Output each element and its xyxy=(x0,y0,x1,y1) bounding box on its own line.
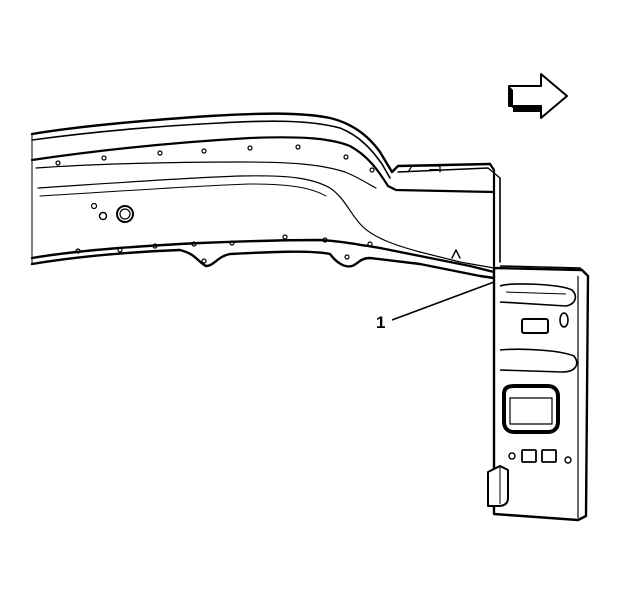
rail-hole-a xyxy=(98,211,108,221)
bracket-upper-slot xyxy=(521,318,549,334)
rail-top-small-tab xyxy=(407,165,441,173)
frame-rail xyxy=(30,112,501,280)
bracket-bottom-tab xyxy=(487,465,509,507)
bracket-upper-rib-inner xyxy=(505,291,567,295)
direction-arrow-icon xyxy=(508,73,568,119)
bracket-square-2 xyxy=(541,449,557,463)
bracket-top-edge xyxy=(499,265,589,277)
bracket-large-window xyxy=(502,384,560,434)
bracket-square-1 xyxy=(521,449,537,463)
callout-1-label: 1 xyxy=(376,313,385,332)
rail-upper-crease xyxy=(35,161,377,189)
callout-1-leader xyxy=(391,281,495,321)
rail-middle-contour xyxy=(37,175,495,269)
rail-top-line xyxy=(30,136,496,194)
front-bracket xyxy=(487,265,590,522)
rail-main-hole-inner xyxy=(119,208,131,220)
bracket-upper-rib xyxy=(499,283,577,307)
bracket-small-hole-right xyxy=(564,456,572,464)
bracket-middle-rib xyxy=(499,348,578,373)
bracket-small-hole-left xyxy=(508,452,516,460)
rail-top-flange-inner xyxy=(31,120,391,179)
rail-middle-contour-2 xyxy=(39,183,327,197)
rail-box-front xyxy=(488,162,496,268)
rail-bottom-flange-lower xyxy=(30,248,496,280)
rail-bottom-flange xyxy=(30,238,496,274)
rail-bump xyxy=(451,249,461,259)
bracket-large-window-inner xyxy=(509,397,553,425)
rail-main-hole xyxy=(116,205,134,223)
rail-rivets xyxy=(55,144,375,264)
rail-top-flange-edge xyxy=(30,112,492,174)
rail-box-top xyxy=(397,167,501,179)
rail-hole-b xyxy=(90,202,98,210)
bracket-small-oval xyxy=(559,312,569,328)
callout-1: 1 xyxy=(376,281,495,332)
